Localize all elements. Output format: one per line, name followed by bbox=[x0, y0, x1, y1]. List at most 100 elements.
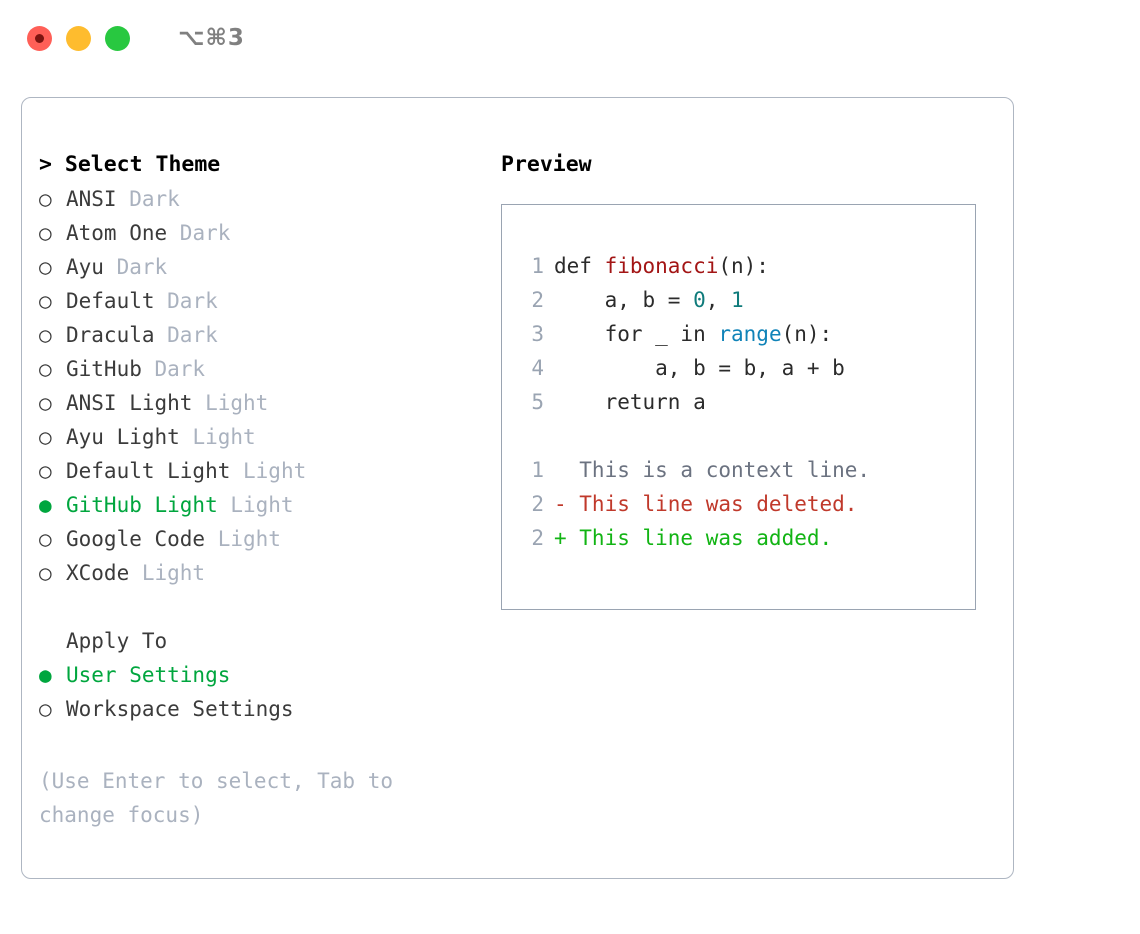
theme-variant-badge: Dark bbox=[154, 289, 218, 313]
close-button[interactable] bbox=[27, 25, 52, 51]
theme-variant-badge: Dark bbox=[141, 357, 206, 381]
theme-list-item[interactable]: ○ ANSI Light Light bbox=[39, 386, 499, 420]
apply-to-option[interactable]: ○ Workspace Settings bbox=[39, 692, 499, 726]
code-line: 4 a, b = b, a + b bbox=[522, 351, 975, 385]
radio-unselected-icon[interactable]: ○ bbox=[39, 561, 52, 585]
radio-unselected-icon[interactable]: ○ bbox=[39, 425, 52, 449]
theme-list-item[interactable]: ○ Ayu Dark bbox=[39, 250, 499, 284]
apply-to-option[interactable]: ● User Settings bbox=[39, 658, 499, 692]
code-line: 1 def fibonacci(n): bbox=[522, 249, 975, 283]
code-token-fn: fibonacci bbox=[604, 254, 719, 278]
radio-unselected-icon[interactable]: ○ bbox=[39, 187, 52, 211]
theme-name: GitHub Light bbox=[66, 493, 218, 517]
theme-name: ANSI Light bbox=[66, 391, 193, 415]
radio-selected-icon[interactable]: ● bbox=[39, 663, 52, 687]
diff-sample: 1 This is a context line. 2 - This line wa… bbox=[522, 453, 975, 555]
line-number: 4 bbox=[531, 356, 544, 380]
theme-list-item[interactable]: ○ XCode Light bbox=[39, 556, 499, 590]
preview-title: Preview bbox=[501, 152, 592, 177]
radio-selected-icon[interactable]: ● bbox=[39, 493, 52, 517]
line-number: 1 bbox=[531, 254, 544, 278]
theme-name: Atom One bbox=[66, 221, 168, 245]
theme-name: Google Code bbox=[66, 527, 206, 551]
code-line: 3 for _ in range(n): bbox=[522, 317, 975, 351]
theme-name: Ayu bbox=[66, 255, 104, 279]
radio-unselected-icon[interactable]: ○ bbox=[39, 221, 52, 245]
code-token-num: 0 bbox=[693, 288, 706, 312]
theme-list-item[interactable]: ○ GitHub Dark bbox=[39, 352, 499, 386]
diff-line-ctx: 1 This is a context line. bbox=[522, 453, 975, 487]
theme-list-item[interactable]: ○Google Code Light bbox=[39, 522, 499, 556]
theme-name: GitHub bbox=[66, 357, 142, 381]
theme-list-item[interactable]: ○ Dracula Dark bbox=[39, 318, 499, 352]
theme-variant-badge: Dark bbox=[103, 255, 168, 279]
maximize-button[interactable] bbox=[105, 25, 130, 51]
code-token-plain: return a bbox=[554, 390, 706, 414]
theme-list-item[interactable]: ○ Ayu Light Light bbox=[39, 420, 499, 454]
theme-list[interactable]: ○ANSI Dark○Atom One Dark○Ayu Dark○Defaul… bbox=[39, 182, 499, 590]
theme-variant-badge: Dark bbox=[167, 221, 231, 245]
theme-name: Default bbox=[66, 289, 155, 313]
code-token-plain: a, b = b, a + b bbox=[554, 356, 845, 380]
radio-unselected-icon[interactable]: ○ bbox=[39, 357, 52, 381]
diff-line-add: 2 + This line was added. bbox=[522, 521, 975, 555]
code-line: 2 a, b = 0, 1 bbox=[522, 283, 975, 317]
diff-line-text: - This line was deleted. bbox=[554, 492, 858, 516]
apply-to-options[interactable]: ● User Settings ○ Workspace Settings bbox=[39, 658, 499, 726]
code-token-num: 1 bbox=[731, 288, 744, 312]
theme-variant-badge: Light bbox=[129, 561, 206, 585]
line-number: 2 bbox=[531, 288, 544, 312]
line-number: 1 bbox=[531, 458, 544, 482]
theme-selector-column: > Select Theme ○ANSI Dark○Atom One Dark○… bbox=[39, 148, 499, 726]
theme-name: Ayu Light bbox=[66, 425, 180, 449]
code-diff-separator bbox=[522, 419, 975, 453]
code-token-plain: def bbox=[554, 254, 605, 278]
apply-to-label: Apply To bbox=[66, 629, 168, 653]
theme-variant-badge: Light bbox=[217, 493, 294, 517]
radio-unselected-icon[interactable]: ○ bbox=[39, 289, 52, 313]
diff-line-text: This is a context line. bbox=[554, 458, 871, 482]
theme-name: XCode bbox=[66, 561, 130, 585]
code-token-plain: (n): bbox=[781, 322, 833, 346]
radio-unselected-icon[interactable]: ○ bbox=[39, 255, 52, 279]
theme-variant-badge: Light bbox=[192, 391, 269, 415]
theme-list-header: > Select Theme bbox=[39, 152, 221, 177]
section-spacer bbox=[39, 590, 499, 624]
apply-to-option-label: User Settings bbox=[66, 663, 231, 687]
line-number: 2 bbox=[531, 526, 544, 550]
theme-variant-badge: Light bbox=[179, 425, 256, 449]
diff-line-text: + This line was added. bbox=[554, 526, 833, 550]
radio-unselected-icon[interactable]: ○ bbox=[39, 459, 52, 483]
radio-unselected-icon[interactable]: ○ bbox=[39, 697, 52, 721]
keyboard-hint-text: (Use Enter to select, Tab to change focu… bbox=[39, 769, 406, 827]
line-number: 5 bbox=[531, 390, 544, 414]
code-token-plain: for _ in bbox=[554, 322, 719, 346]
title-bar: ⌥⌘3 bbox=[0, 0, 1140, 76]
code-token-plain: a, b = bbox=[554, 288, 694, 312]
code-token-plain: , bbox=[705, 288, 732, 312]
radio-unselected-icon[interactable]: ○ bbox=[39, 527, 52, 551]
code-token-plain: (n): bbox=[718, 254, 769, 278]
theme-list-item[interactable]: ○ Default Light Light bbox=[39, 454, 499, 488]
diff-line-del: 2 - This line was deleted. bbox=[522, 487, 975, 521]
apply-to-option-label: Workspace Settings bbox=[66, 697, 294, 721]
theme-list-item[interactable]: ○ Atom One Dark bbox=[39, 216, 499, 250]
theme-name: Dracula bbox=[66, 323, 155, 347]
content-panel: > Select Theme ○ANSI Dark○Atom One Dark○… bbox=[21, 97, 1014, 879]
theme-name: Default Light bbox=[66, 459, 231, 483]
theme-variant-badge: Light bbox=[230, 459, 307, 483]
theme-variant-badge: Dark bbox=[154, 323, 218, 347]
theme-list-item[interactable]: ○ANSI Dark bbox=[39, 182, 499, 216]
line-number: 2 bbox=[531, 492, 544, 516]
minimize-button[interactable] bbox=[66, 25, 91, 51]
radio-unselected-icon[interactable]: ○ bbox=[39, 323, 52, 347]
line-number: 3 bbox=[531, 322, 544, 346]
traffic-light-buttons bbox=[27, 25, 130, 51]
radio-unselected-icon[interactable]: ○ bbox=[39, 391, 52, 415]
theme-list-item[interactable]: ○ Default Dark bbox=[39, 284, 499, 318]
theme-list-item[interactable]: ● GitHub Light Light bbox=[39, 488, 499, 522]
